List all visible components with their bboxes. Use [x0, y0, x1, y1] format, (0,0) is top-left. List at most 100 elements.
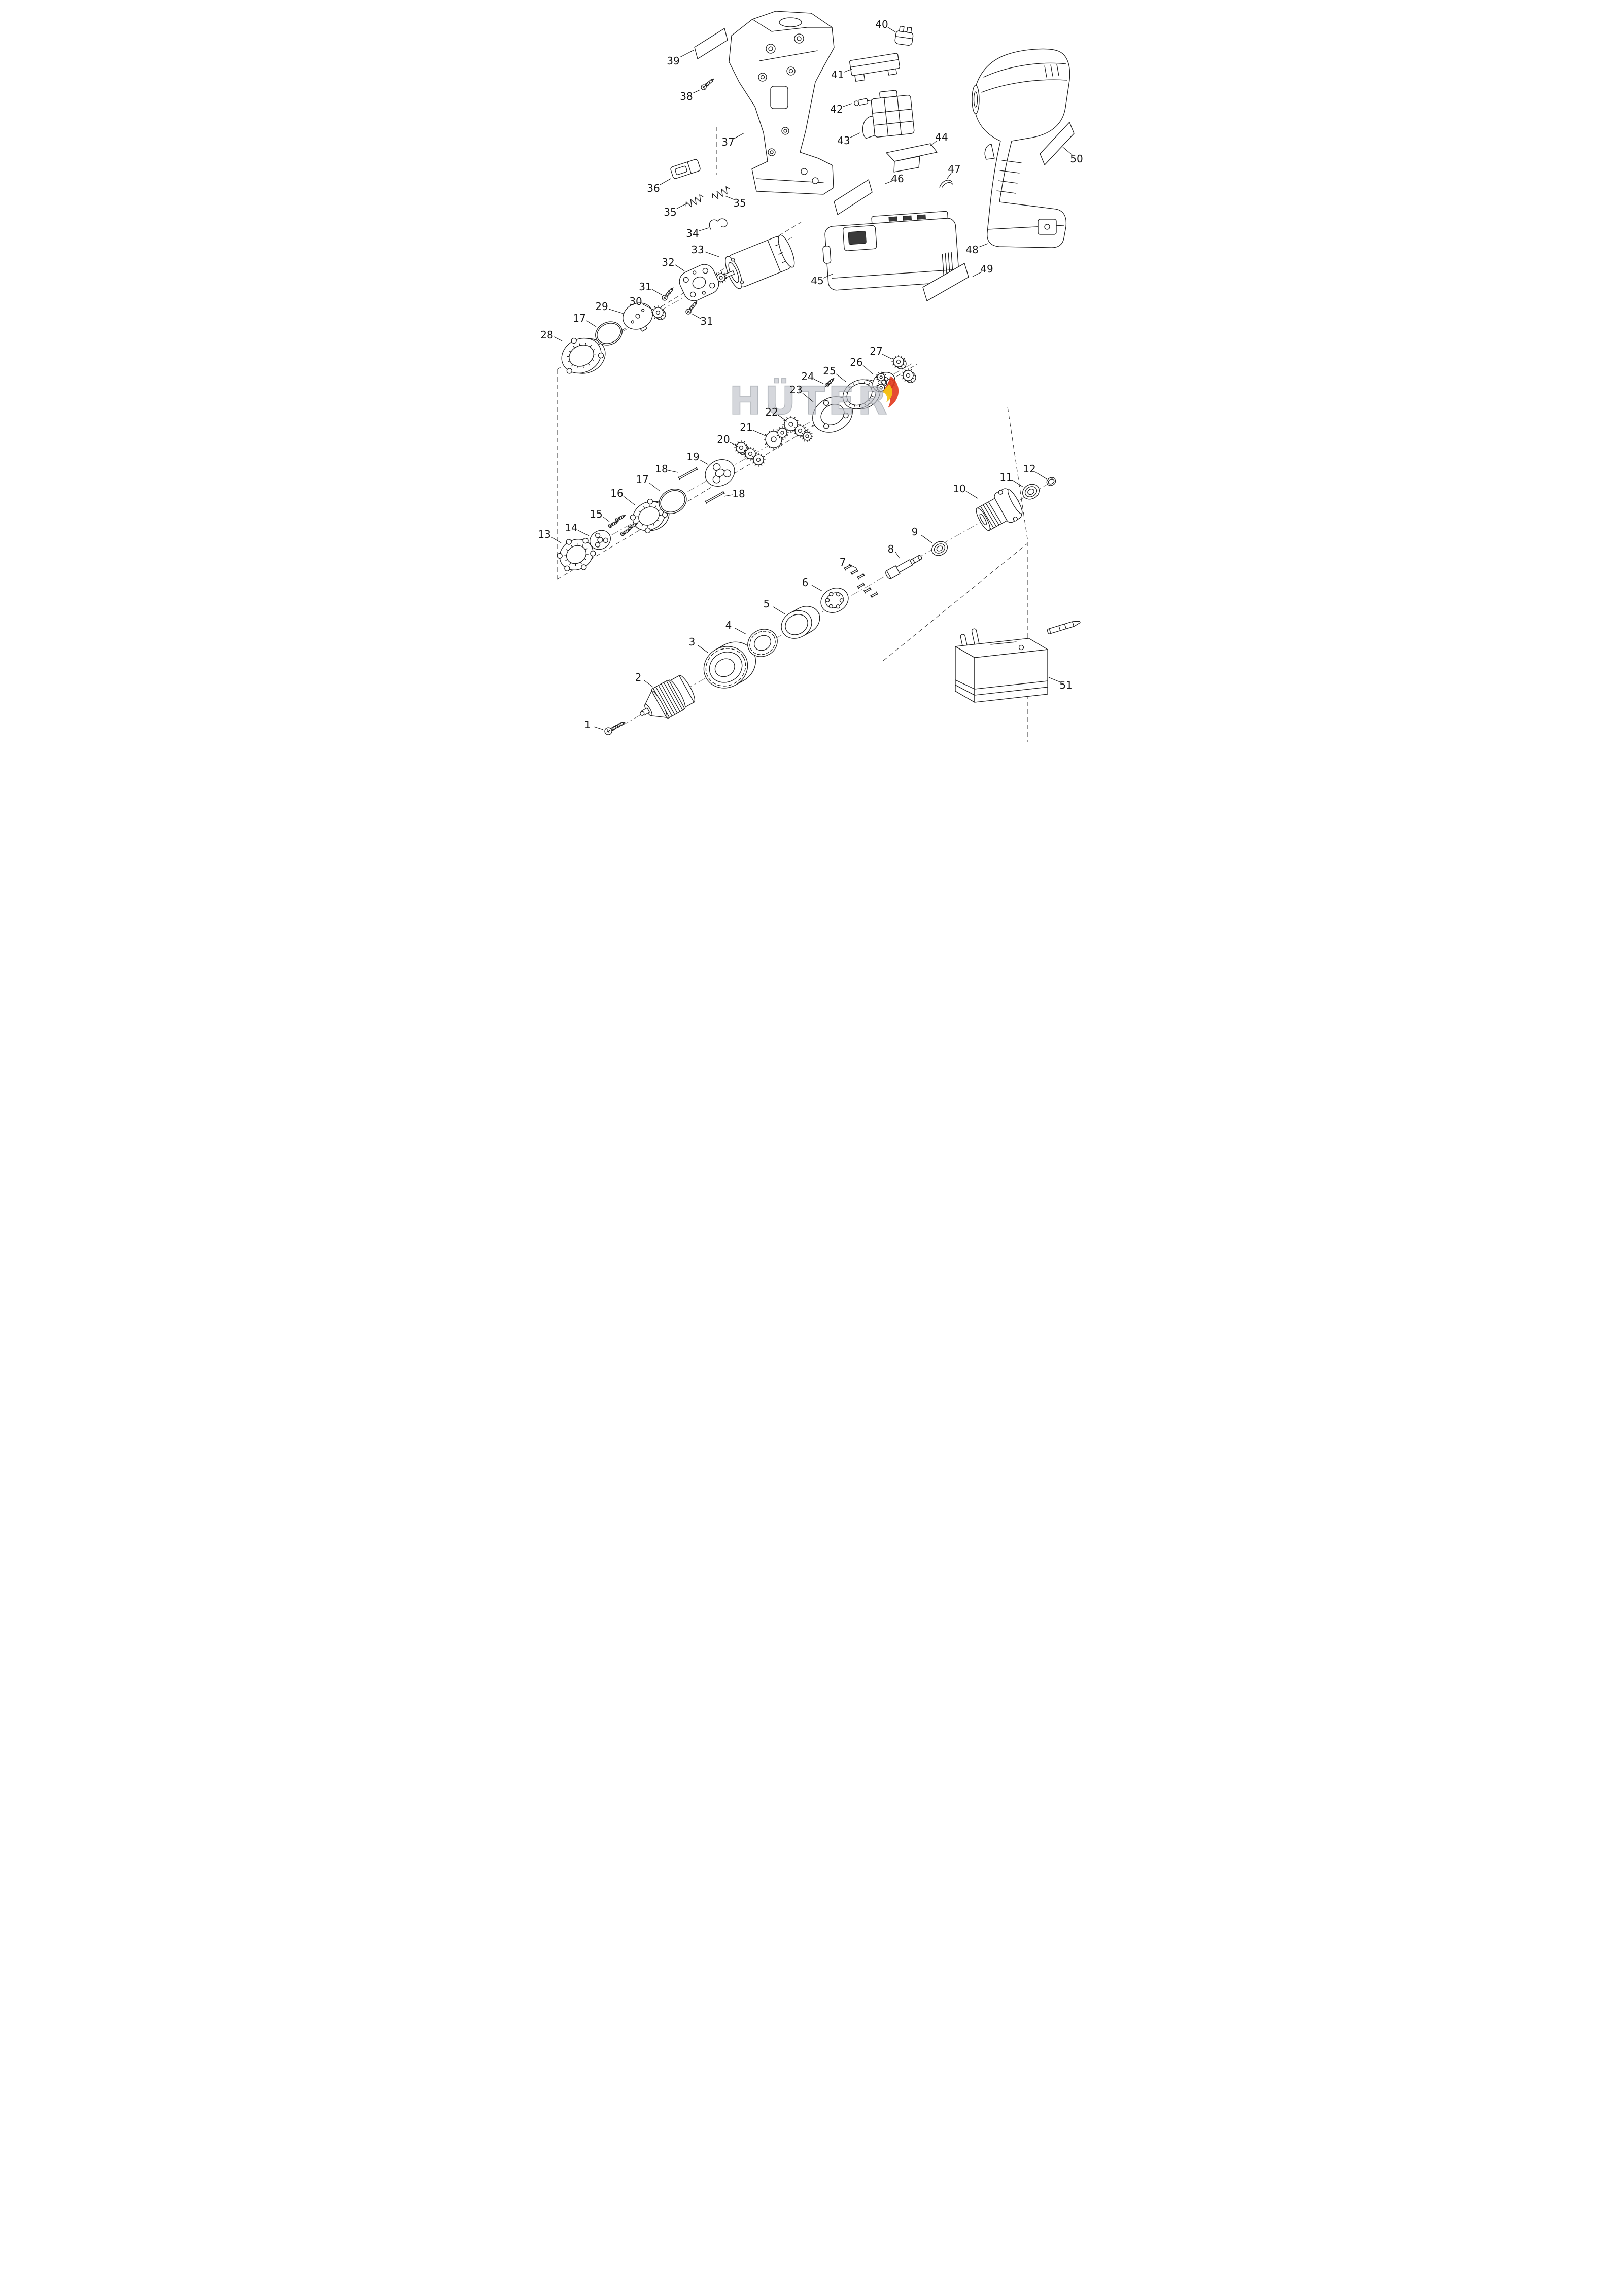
- part-label-39: 39: [667, 50, 694, 67]
- svg-text:35: 35: [664, 206, 676, 218]
- svg-text:16: 16: [610, 487, 623, 499]
- part-label-3: 3: [688, 636, 708, 653]
- part-31-screw: [661, 287, 674, 301]
- part-label-45: 45: [811, 274, 833, 287]
- part-35-spring: [712, 186, 730, 199]
- svg-text:45: 45: [811, 275, 823, 287]
- part-20-planet-gear: [751, 453, 766, 467]
- part-26-planet-assembly: [872, 371, 895, 393]
- part-34-wire-clip: [709, 218, 728, 230]
- svg-text:3: 3: [688, 636, 695, 648]
- part-label-48: 48: [965, 243, 988, 256]
- part-49-label-sticker: [922, 263, 969, 301]
- svg-text:28: 28: [540, 329, 553, 341]
- svg-text:23: 23: [789, 384, 802, 396]
- svg-text:25: 25: [823, 365, 836, 377]
- svg-text:26: 26: [850, 356, 862, 368]
- part-label-23: 23: [789, 384, 813, 402]
- part-label-12: 12: [1023, 463, 1047, 480]
- svg-text:42: 42: [830, 103, 843, 115]
- part-7-pin: [856, 573, 865, 580]
- part-label-47: 47: [946, 163, 960, 180]
- part-label-35: 35: [664, 203, 687, 218]
- svg-text:31: 31: [700, 315, 713, 327]
- part-17-oring: [658, 489, 687, 514]
- part-label-2: 2: [635, 671, 653, 688]
- part-label-40: 40: [875, 18, 895, 32]
- svg-text:18: 18: [732, 488, 745, 500]
- svg-text:38: 38: [680, 90, 693, 102]
- part-label-27: 27: [870, 345, 892, 360]
- part-8-output-shaft: [885, 555, 922, 579]
- part-7-pin: [850, 568, 858, 575]
- svg-text:33: 33: [691, 244, 704, 256]
- svg-text:19: 19: [686, 451, 699, 463]
- part-12-retaining-ring: [1046, 477, 1056, 486]
- part-label-19: 19: [686, 451, 708, 465]
- part-15-screw: [627, 523, 638, 530]
- part-label-50: 50: [1062, 147, 1083, 165]
- part-label-36: 36: [647, 178, 671, 194]
- part-label-31: 31: [691, 313, 713, 327]
- svg-text:30: 30: [629, 295, 642, 307]
- part-7-pin: [870, 591, 878, 598]
- watermark: HÜTER: [729, 376, 899, 424]
- part-label-43: 43: [837, 132, 860, 147]
- part-33-motor: [714, 234, 794, 289]
- svg-text:10: 10: [953, 483, 965, 495]
- part-label-17: 17: [573, 312, 596, 327]
- part-label-33: 33: [691, 244, 719, 257]
- svg-text:46: 46: [891, 173, 904, 185]
- part-label-11: 11: [999, 471, 1023, 488]
- part-31-screw: [685, 301, 698, 315]
- svg-text:18: 18: [655, 463, 668, 475]
- part-label-7: 7: [839, 556, 857, 569]
- part-24-screw: [824, 378, 835, 388]
- svg-text:7: 7: [839, 556, 846, 568]
- part-19-planet-carrier: [704, 459, 735, 487]
- svg-text:40: 40: [875, 18, 888, 30]
- svg-text:34: 34: [686, 227, 699, 240]
- part-18-pin: [704, 491, 725, 504]
- svg-text:2: 2: [635, 671, 641, 683]
- part-35-spring: [685, 194, 703, 208]
- part-47-clip: [939, 180, 953, 188]
- part-21-pinion: [775, 426, 789, 439]
- part-23-gear-case-cover: [811, 396, 854, 433]
- svg-text:29: 29: [595, 300, 608, 313]
- part-48-drill-body: [971, 48, 1070, 248]
- part-label-37: 37: [721, 132, 744, 148]
- watermark-text: HÜTER: [729, 378, 890, 423]
- diagram-artwork: [557, 11, 1081, 735]
- svg-text:43: 43: [837, 134, 850, 147]
- part-45-battery-pack: [822, 211, 959, 291]
- part-6-washer: [820, 588, 849, 613]
- part-9-bearing: [931, 541, 948, 556]
- part-label-20: 20: [717, 433, 738, 447]
- part-3-torque-ring: [703, 641, 756, 689]
- part-51-screwdriver-bit: [1047, 621, 1081, 634]
- part-label-25: 25: [823, 365, 846, 382]
- svg-text:31: 31: [639, 281, 651, 293]
- part-label-32: 32: [662, 256, 684, 271]
- part-label-42: 42: [830, 103, 852, 115]
- part-38-screw: [700, 78, 714, 90]
- part-46-label-sticker: [833, 179, 873, 215]
- part-30-gear: [650, 305, 666, 320]
- part-label-15: 15: [590, 508, 609, 522]
- svg-text:49: 49: [980, 263, 993, 275]
- svg-text:48: 48: [965, 244, 978, 256]
- part-label-13: 13: [538, 528, 561, 543]
- part-7-pin: [843, 564, 852, 571]
- svg-text:5: 5: [763, 598, 770, 610]
- part-label-9: 9: [911, 526, 932, 543]
- part-15-screw: [615, 515, 626, 522]
- part-27-gear: [901, 368, 916, 383]
- part-27-gear: [891, 355, 907, 369]
- svg-text:35: 35: [733, 197, 746, 209]
- svg-text:8: 8: [887, 543, 894, 555]
- part-label-14: 14: [565, 522, 589, 536]
- part-label-51: 51: [1048, 677, 1072, 691]
- svg-text:44: 44: [935, 131, 948, 143]
